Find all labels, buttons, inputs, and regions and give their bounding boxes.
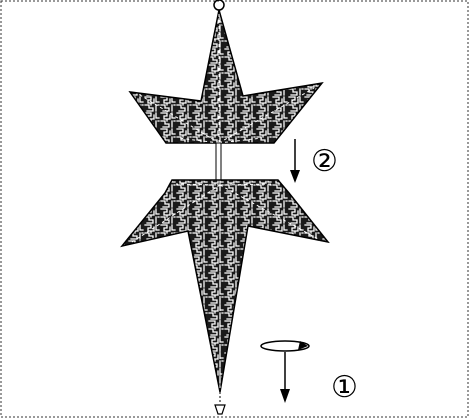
step-2-down-arrow	[290, 139, 300, 183]
connecting-rod	[216, 143, 221, 180]
step-1-rotation-icon	[261, 341, 309, 351]
lower-star-piece	[122, 180, 328, 392]
pendant-tip	[215, 392, 225, 414]
step-2-label: ②	[311, 144, 338, 179]
step-1-down-arrow	[280, 352, 290, 403]
upper-star-piece	[130, 10, 322, 143]
step-1-label: ①	[331, 370, 358, 405]
